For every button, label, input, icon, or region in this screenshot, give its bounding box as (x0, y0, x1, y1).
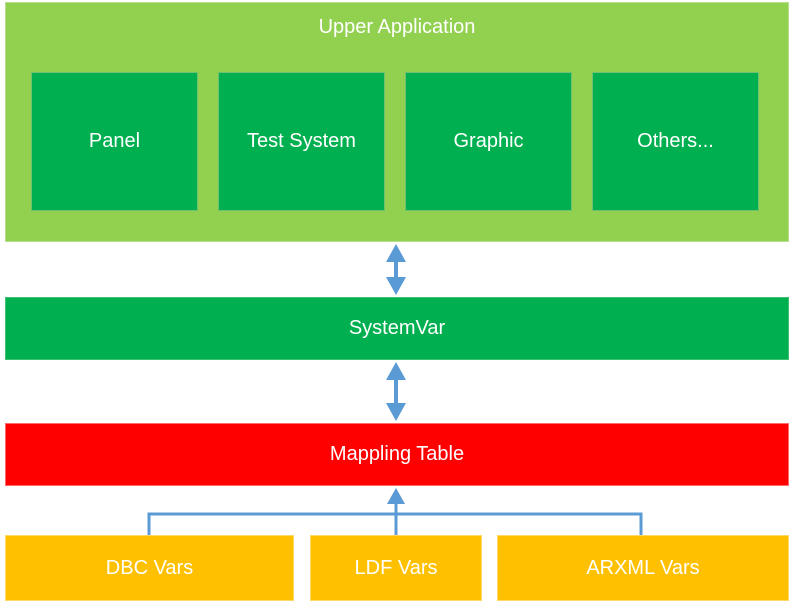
dbc-vars-label: DBC Vars (105, 556, 194, 579)
upper-application-title: Upper Application (318, 16, 476, 38)
mapping-table-layer: Mappling Table (5, 423, 789, 486)
others-label: Others... (637, 130, 714, 152)
test-system-module: Test System (218, 72, 385, 211)
system-var-label: SystemVar (348, 317, 446, 339)
arrow-upper-systemvar (386, 244, 406, 295)
mapping-table-label: Mappling Table (329, 443, 465, 465)
graphic-module: Graphic (405, 72, 572, 211)
ldf-vars-label: LDF Vars (354, 556, 438, 579)
arrow-systemvar-mapping (386, 362, 406, 421)
arrow-sources-mapping (147, 488, 643, 535)
panel-label: Panel (88, 130, 141, 152)
arxml-vars-box: ARXML Vars (497, 535, 789, 601)
panel-module: Panel (31, 72, 198, 211)
dbc-vars-box: DBC Vars (5, 535, 294, 601)
arxml-vars-label: ARXML Vars (586, 556, 700, 579)
test-system-label: Test System (247, 130, 356, 152)
system-var-layer: SystemVar (5, 297, 789, 360)
others-module: Others... (592, 72, 759, 211)
graphic-label: Graphic (453, 130, 524, 152)
ldf-vars-box: LDF Vars (310, 535, 482, 601)
